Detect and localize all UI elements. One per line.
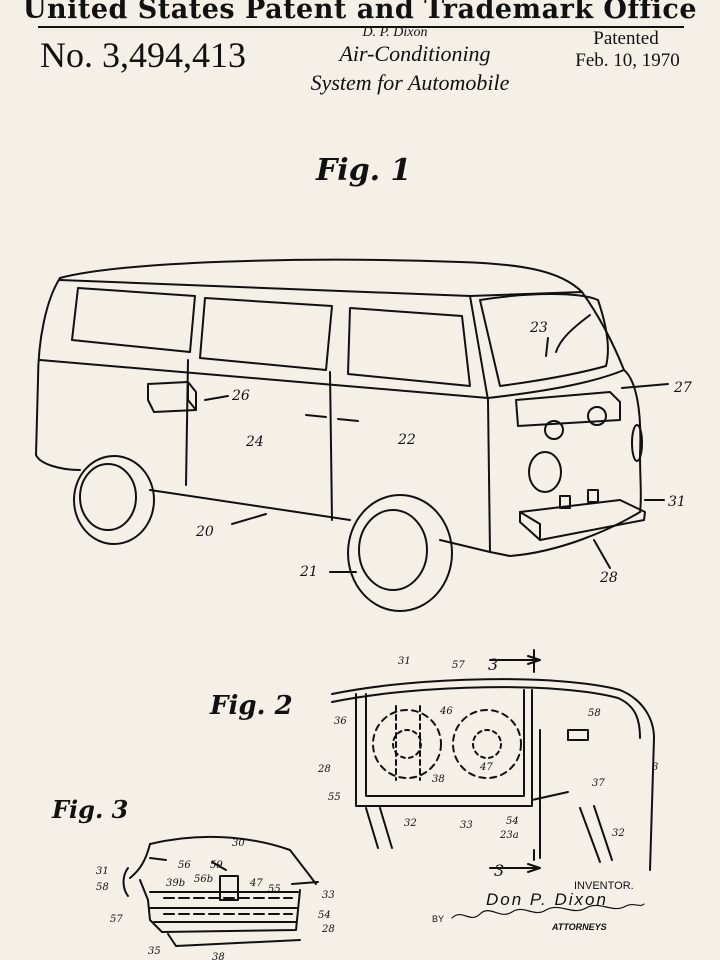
ref-f3-35: 35 bbox=[148, 946, 161, 957]
ref-20: 20 bbox=[195, 524, 214, 540]
ref-f3-56: 56 bbox=[178, 860, 191, 871]
patented-date: Feb. 10, 1970 bbox=[575, 50, 680, 71]
ref-f3-54: 54 bbox=[318, 910, 331, 921]
ref-f2-28: 28 bbox=[317, 764, 331, 775]
ref-31: 31 bbox=[668, 494, 686, 510]
patent-number: No. 3,494,413 bbox=[40, 35, 246, 75]
ref-f2-46: 46 bbox=[439, 706, 453, 717]
patented-label: Patented bbox=[593, 28, 659, 49]
ref-f3-39b: 39b bbox=[166, 878, 185, 889]
ref-f3-31: 31 bbox=[96, 866, 109, 877]
ref-f2-58: 58 bbox=[588, 708, 601, 719]
ref-f3-58: 58 bbox=[96, 882, 109, 893]
ref-f3-57: 57 bbox=[110, 914, 123, 925]
fig2-section bbox=[331, 649, 655, 873]
office-banner: United States Patent and Trademark Offic… bbox=[22, 0, 698, 25]
ref-f2-37: 37 bbox=[592, 778, 605, 789]
ref-f3-47: 47 bbox=[249, 878, 263, 889]
fig2-caption: Fig. 2 bbox=[209, 691, 293, 721]
ref-f3-56b: 56b bbox=[194, 874, 213, 885]
ref-f2-47: 47 bbox=[479, 762, 493, 773]
ref-24: 24 bbox=[245, 434, 264, 450]
ref-f2-57: 57 bbox=[452, 660, 465, 671]
ref-f3-28: 28 bbox=[321, 924, 335, 935]
ref-f2-3a: 3 bbox=[488, 655, 498, 674]
fig1-caption: Fig. 1 bbox=[315, 153, 411, 188]
ref-22: 22 bbox=[397, 432, 416, 448]
ref-f2-31: 31 bbox=[398, 656, 411, 667]
ref-f2-33: 33 bbox=[460, 820, 473, 831]
ref-f2-3b: 3 bbox=[652, 762, 658, 773]
title-line-1: Air-Conditioning bbox=[339, 41, 491, 66]
ref-f2-36: 36 bbox=[334, 716, 347, 727]
ref-f2-32a: 32 bbox=[404, 818, 417, 829]
ref-28: 28 bbox=[599, 570, 618, 586]
ref-f3-55: 55 bbox=[268, 884, 281, 895]
ref-26: 26 bbox=[231, 388, 250, 404]
header-rule bbox=[38, 26, 684, 28]
inventor-short: D. P. Dixon bbox=[362, 25, 428, 40]
ref-f2-55: 55 bbox=[328, 792, 341, 803]
ref-f3-33: 33 bbox=[322, 890, 335, 901]
ref-f3-59: 59 bbox=[210, 860, 223, 871]
attorneys-label: ATTORNEYS bbox=[552, 922, 607, 932]
attorney-signature bbox=[451, 903, 645, 919]
ref-f3-38: 38 bbox=[212, 952, 225, 960]
ref-21: 21 bbox=[299, 564, 318, 580]
ref-f2-32b: 32 bbox=[612, 828, 625, 839]
inventor-label: INVENTOR. bbox=[574, 880, 634, 892]
ref-f3-30: 30 bbox=[232, 838, 245, 849]
ref-27: 27 bbox=[673, 380, 692, 396]
ref-23: 23 bbox=[529, 320, 548, 336]
fig3-caption: Fig. 3 bbox=[51, 795, 128, 824]
ref-f2-23a: 23a bbox=[499, 830, 519, 841]
fig1-van bbox=[35, 258, 669, 612]
ref-f2-3c: 3 bbox=[494, 861, 504, 880]
inventor-name: Don P. Dixon bbox=[486, 890, 608, 909]
ref-f2-38: 38 bbox=[432, 774, 445, 785]
ref-f2-54: 54 bbox=[506, 816, 519, 827]
title-line-2: System for Automobile bbox=[310, 70, 510, 95]
fig3-section bbox=[122, 835, 319, 947]
by-label: BY bbox=[432, 914, 445, 924]
